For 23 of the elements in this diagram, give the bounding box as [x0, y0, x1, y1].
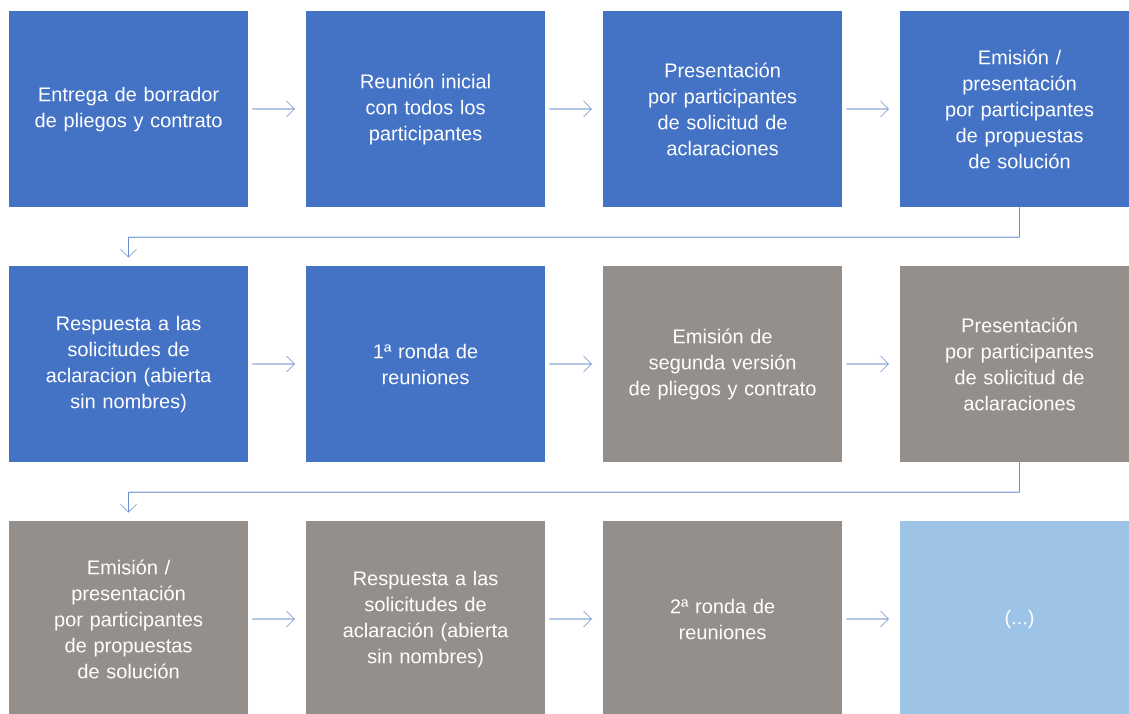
process-box: Respuesta a las solicitudes de aclaracion (abierta sin nombres) — [9, 266, 248, 462]
process-box: 1ª ronda de reuniones — [306, 266, 545, 462]
process-box: Presentación por participantes de solicitud de aclaraciones — [900, 266, 1129, 462]
elbow-arrow — [120, 206, 1020, 258]
arrow — [548, 610, 592, 628]
process-box: (...) — [900, 521, 1129, 714]
arrow — [251, 610, 295, 628]
process-box: Reunión inicial con todos los participantes — [306, 11, 545, 207]
process-box: Entrega de borrador de pliegos y contrato — [9, 11, 248, 207]
arrow — [251, 100, 295, 118]
arrow — [548, 355, 592, 373]
process-box: Emisión / presentación por participantes de propuestas de solución — [900, 11, 1129, 207]
process-box: Presentación por participantes de solicitud de aclaraciones — [603, 11, 842, 207]
process-box: Emisión de segunda versión de pliegos y contrato — [603, 266, 842, 462]
arrow — [548, 100, 592, 118]
elbow-arrow — [120, 461, 1020, 513]
process-box: 2ª ronda de reuniones — [603, 521, 842, 714]
arrow — [251, 355, 295, 373]
arrow — [845, 100, 889, 118]
process-box: Emisión / presentación por participantes de propuestas de solución — [9, 521, 248, 714]
arrow — [845, 610, 889, 628]
arrow — [845, 355, 889, 373]
process-box: Respuesta a las solicitudes de aclaración (abierta sin nombres) — [306, 521, 545, 714]
